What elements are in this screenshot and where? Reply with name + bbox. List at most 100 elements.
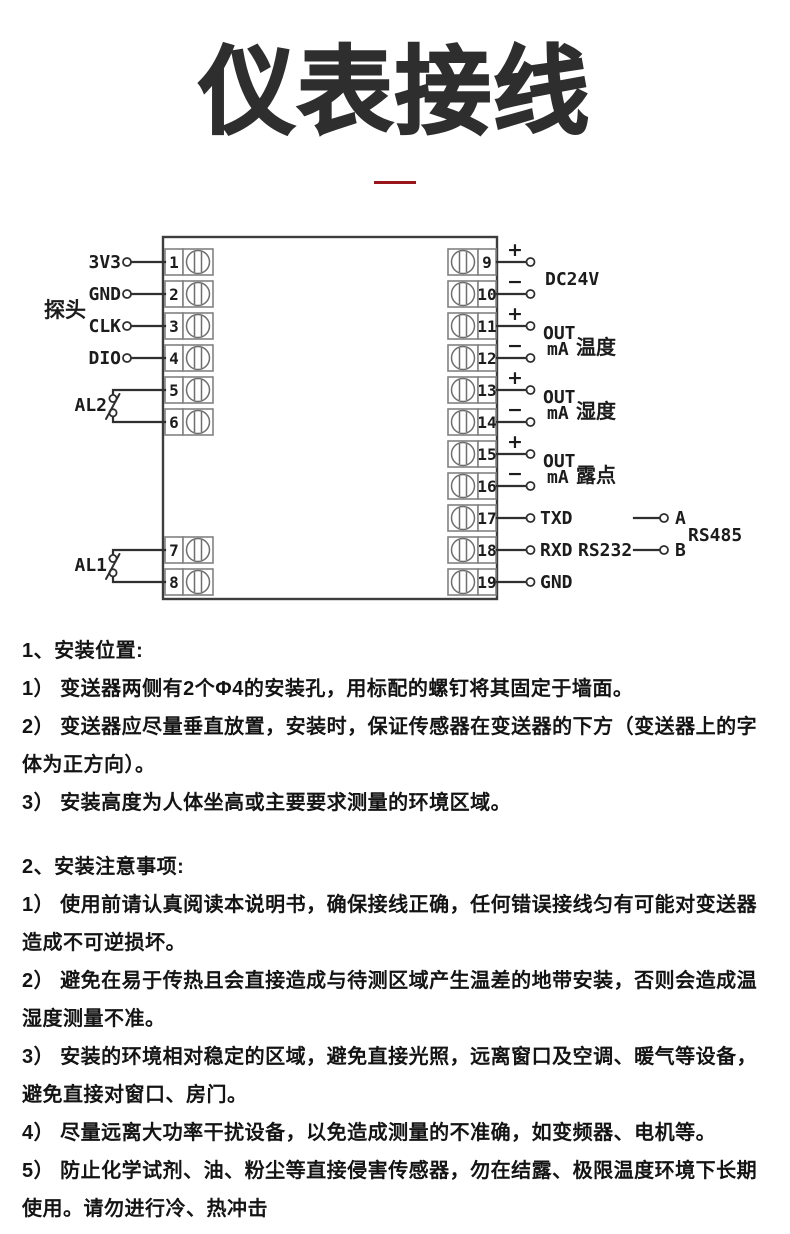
al2-switch: AL2 <box>74 388 167 424</box>
pin16-wire: − <box>495 463 536 491</box>
terminal-11: 11 <box>447 312 497 340</box>
terminal-5: 5 <box>164 376 214 404</box>
polarity-minus: − <box>507 463 523 485</box>
terminal-number: 17 <box>477 509 496 528</box>
polarity-plus: + <box>507 303 523 325</box>
terminal-number: 2 <box>169 285 179 304</box>
terminal-3: 3 <box>164 312 214 340</box>
temperature-label: 温度 <box>576 335 617 359</box>
instruction-item: 2） 避免在易于传热且会直接造成与待测区域产生温差的地带安装，否则会造成温湿度测… <box>22 970 758 1030</box>
terminal-number: 4 <box>169 349 179 368</box>
terminal-number: 18 <box>477 541 496 560</box>
terminal-13: 13 <box>447 376 497 404</box>
out-dewpoint-label: OUT mA 露点 <box>543 451 616 488</box>
polarity-minus: − <box>507 399 523 421</box>
terminal-number: 16 <box>477 477 496 496</box>
out-label: OUT <box>543 323 576 344</box>
out-humidity-label: OUT mA 湿度 <box>543 387 617 424</box>
signal-label: 3V3 <box>88 252 121 273</box>
out-label: OUT <box>543 387 576 408</box>
pin10-wire: − <box>495 271 536 299</box>
terminal-number: 15 <box>477 445 496 464</box>
polarity-plus: + <box>507 431 523 453</box>
polarity-minus: − <box>507 335 523 357</box>
terminal-number: 10 <box>477 285 496 304</box>
al2-label: AL2 <box>74 395 107 416</box>
rxd-label: RXD <box>540 540 573 561</box>
section-heading: 1、安装位置: <box>22 640 144 662</box>
terminal-number: 5 <box>169 381 179 400</box>
pin-gnd-wire: GND <box>88 284 167 305</box>
terminal-number: 13 <box>477 381 496 400</box>
terminal-16: 16 <box>447 472 497 500</box>
signal-label: DIO <box>88 348 121 369</box>
signal-label: CLK <box>88 316 121 337</box>
pin12-wire: − <box>495 335 536 363</box>
humidity-label: 湿度 <box>576 399 617 423</box>
pin-dio-wire: DIO <box>88 348 167 369</box>
ma-label: mA <box>547 403 569 424</box>
terminal-4: 4 <box>164 344 214 372</box>
terminal-9: 9 <box>447 248 497 276</box>
section-install-notes: 2、安装注意事项: 1） 使用前请认真阅读本说明书，确保接线正确，任何错误接线匀… <box>22 848 772 1228</box>
pin19-gnd-wire: GND <box>495 572 573 593</box>
polarity-minus: − <box>507 271 523 293</box>
dewpoint-label: 露点 <box>576 464 616 487</box>
page-title: 仪表接线 <box>198 38 591 147</box>
terminal-number: 14 <box>477 413 496 432</box>
dc24v-label: DC24V <box>545 269 599 290</box>
rs485-b-label: B <box>675 540 686 561</box>
wiring-diagram: 1 2 3 4 5 6 7 8 <box>44 235 742 601</box>
polarity-plus: + <box>507 367 523 389</box>
terminal-10: 10 <box>447 280 497 308</box>
pin14-wire: − <box>495 399 536 427</box>
txd-label: TXD <box>540 508 573 529</box>
terminal-18: 18 <box>447 536 497 564</box>
pin13-wire: + <box>495 367 536 395</box>
pin11-wire: + <box>495 303 536 331</box>
instruction-item: 3） 安装高度为人体坐高或主要要求测量的环境区域。 <box>22 792 512 814</box>
rs232-label: RS232 <box>578 540 632 561</box>
al1-label: AL1 <box>74 555 107 576</box>
pin-3v3-wire: 3V3 <box>88 252 167 273</box>
pin9-wire: + <box>495 239 536 267</box>
rs485-label: RS485 <box>688 525 742 546</box>
terminal-12: 12 <box>447 344 497 372</box>
transmitter-outline <box>161 235 499 601</box>
terminal-8: 8 <box>164 568 214 596</box>
polarity-plus: + <box>507 239 523 261</box>
instruction-item: 1） 使用前请认真阅读本说明书，确保接线正确，任何错误接线匀有可能对变送器造成不… <box>22 894 758 954</box>
terminal-number: 11 <box>477 317 496 336</box>
rs485-branch: A B RS485 <box>632 508 742 561</box>
pin-clk-wire: CLK <box>88 316 167 337</box>
terminal-number: 12 <box>477 349 496 368</box>
terminal-number: 7 <box>169 541 179 560</box>
terminal-1: 1 <box>164 248 214 276</box>
probe-label: 探头 <box>44 299 86 322</box>
pin15-wire: + <box>495 431 536 459</box>
title-divider <box>374 181 416 184</box>
terminal-17: 17 <box>447 504 497 532</box>
terminal-number: 8 <box>169 573 179 592</box>
terminal-7: 7 <box>164 536 214 564</box>
instruction-item: 5） 防止化学试剂、油、粉尘等直接侵害传感器，勿在结露、极限温度环境下长期使用。… <box>22 1160 758 1220</box>
terminal-6: 6 <box>164 408 214 436</box>
terminal-number: 9 <box>482 253 492 272</box>
pin17-txd-wire: TXD <box>495 508 573 529</box>
pin18-rxd-wire: RXD RS232 <box>495 540 632 561</box>
ma-label: mA <box>547 339 569 360</box>
rs485-a-label: A <box>675 508 686 529</box>
terminal-number: 19 <box>477 573 496 592</box>
instruction-item: 3） 安装的环境相对稳定的区域，避免直接光照，远离窗口及空调、暖气等设备，避免直… <box>22 1046 758 1106</box>
terminal-number: 6 <box>169 413 179 432</box>
ma-label: mA <box>547 467 569 488</box>
al1-switch: AL1 <box>74 548 167 584</box>
out-temperature-label: OUT mA 温度 <box>543 323 617 360</box>
terminal-2: 2 <box>164 280 214 308</box>
terminal-number: 3 <box>169 317 179 336</box>
instruction-item: 1） 变送器两侧有2个Φ4的安装孔，用标配的螺钉将其固定于墙面。 <box>22 678 634 700</box>
title-block: 仪表接线 <box>0 0 790 184</box>
instructions: 1、安装位置: 1） 变送器两侧有2个Φ4的安装孔，用标配的螺钉将其固定于墙面。… <box>0 616 790 1228</box>
out-label: OUT <box>543 451 576 472</box>
